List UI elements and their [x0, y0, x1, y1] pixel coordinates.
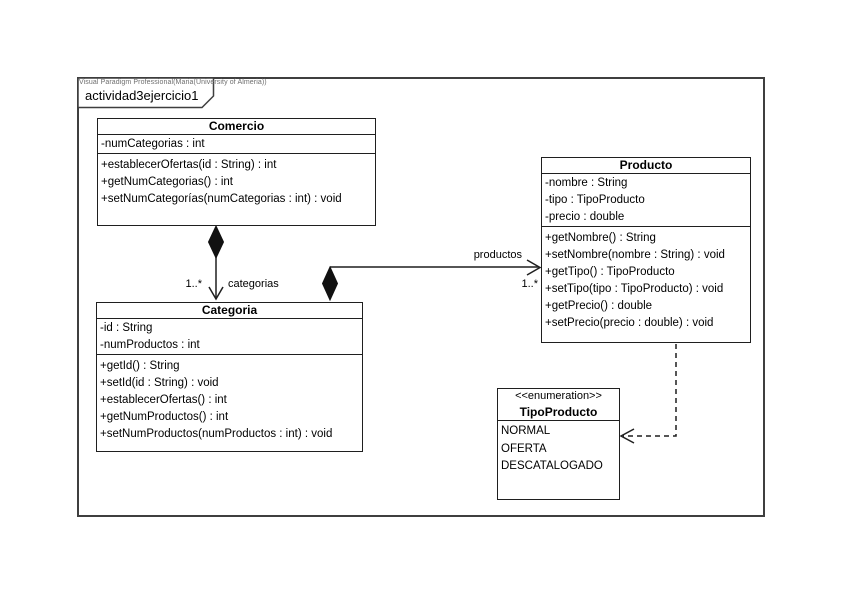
composition-diamond-icon [321, 265, 339, 302]
method: +getNumProductos() : int [100, 411, 229, 423]
attribute: -numProductos : int [100, 339, 200, 351]
literals-compartment: NORMAL OFERTA DESCATALOGADO [498, 420, 619, 497]
attributes-compartment: -nombre : String -tipo : TipoProducto -p… [542, 173, 750, 226]
class-title: Comercio [208, 119, 265, 133]
attribute: -tipo : TipoProducto [545, 194, 645, 206]
producto-tipoproducto-dashed-line [623, 344, 677, 437]
multiplicity-comercio-categoria: 1..* [185, 278, 202, 290]
class-comercio[interactable]: Comercio -numCategorias : int +establece… [97, 118, 376, 226]
method: +setNumProductos(numProductos : int) : v… [100, 428, 333, 440]
methods-compartment: +getNombre() : String +setNombre(nombre … [542, 226, 750, 340]
watermark-text: Visual Paradigm Professional(Maria(Unive… [79, 79, 267, 86]
enum-title: TipoProducto [519, 405, 598, 419]
attributes-compartment: -id : String -numProductos : int [97, 318, 362, 354]
methods-compartment: +getId() : String +setId(id : String) : … [97, 354, 362, 450]
enum-literal: OFERTA [501, 442, 547, 455]
methods-compartment: +establecerOfertas(id : String) : int +g… [98, 153, 375, 223]
method: +getId() : String [100, 360, 180, 372]
attribute: -nombre : String [545, 177, 628, 189]
open-arrowhead-icon [208, 286, 224, 301]
method: +establecerOfertas() : int [100, 394, 227, 406]
method: +getPrecio() : double [545, 300, 653, 312]
role-label-productos: productos [473, 249, 522, 261]
enum-literal: NORMAL [501, 425, 551, 437]
multiplicity-categoria-producto: 1..* [521, 278, 538, 290]
class-title: Producto [619, 158, 673, 172]
composition-diamond-icon [207, 224, 225, 260]
class-title: Categoria [201, 303, 258, 317]
enum-stereotype: <<enumeration>> [515, 390, 602, 402]
method: +getTipo() : TipoProducto [545, 266, 675, 278]
role-label-categorias: categorias [228, 278, 279, 290]
method: +getNumCategorias() : int [101, 176, 233, 188]
attribute: -id : String [100, 322, 153, 334]
class-producto[interactable]: Producto -nombre : String -tipo : TipoPr… [541, 157, 751, 343]
method: +setTipo(tipo : TipoProducto) : void [545, 283, 724, 295]
method: +establecerOfertas(id : String) : int [101, 159, 277, 171]
method: +setNumCategorías(numCategorias : int) :… [101, 193, 342, 205]
attributes-compartment: -numCategorias : int [98, 134, 375, 153]
attribute: -precio : double [545, 211, 625, 223]
open-arrowhead-icon [526, 259, 542, 276]
method: +setId(id : String) : void [100, 377, 219, 389]
enum-literal: DESCATALOGADO [501, 460, 603, 472]
enum-tipoproducto[interactable]: <<enumeration>> TipoProducto NORMAL OFER… [497, 388, 620, 500]
frame-title: actividad3ejercicio1 [85, 88, 199, 103]
method: +setNombre(nombre : String) : void [545, 249, 725, 261]
open-arrowhead-icon [619, 428, 635, 444]
class-categoria[interactable]: Categoria -id : String -numProductos : i… [96, 302, 363, 452]
method: +getNombre() : String [545, 232, 656, 244]
attribute: -numCategorias : int [101, 138, 205, 150]
method: +setPrecio(precio : double) : void [545, 317, 714, 329]
